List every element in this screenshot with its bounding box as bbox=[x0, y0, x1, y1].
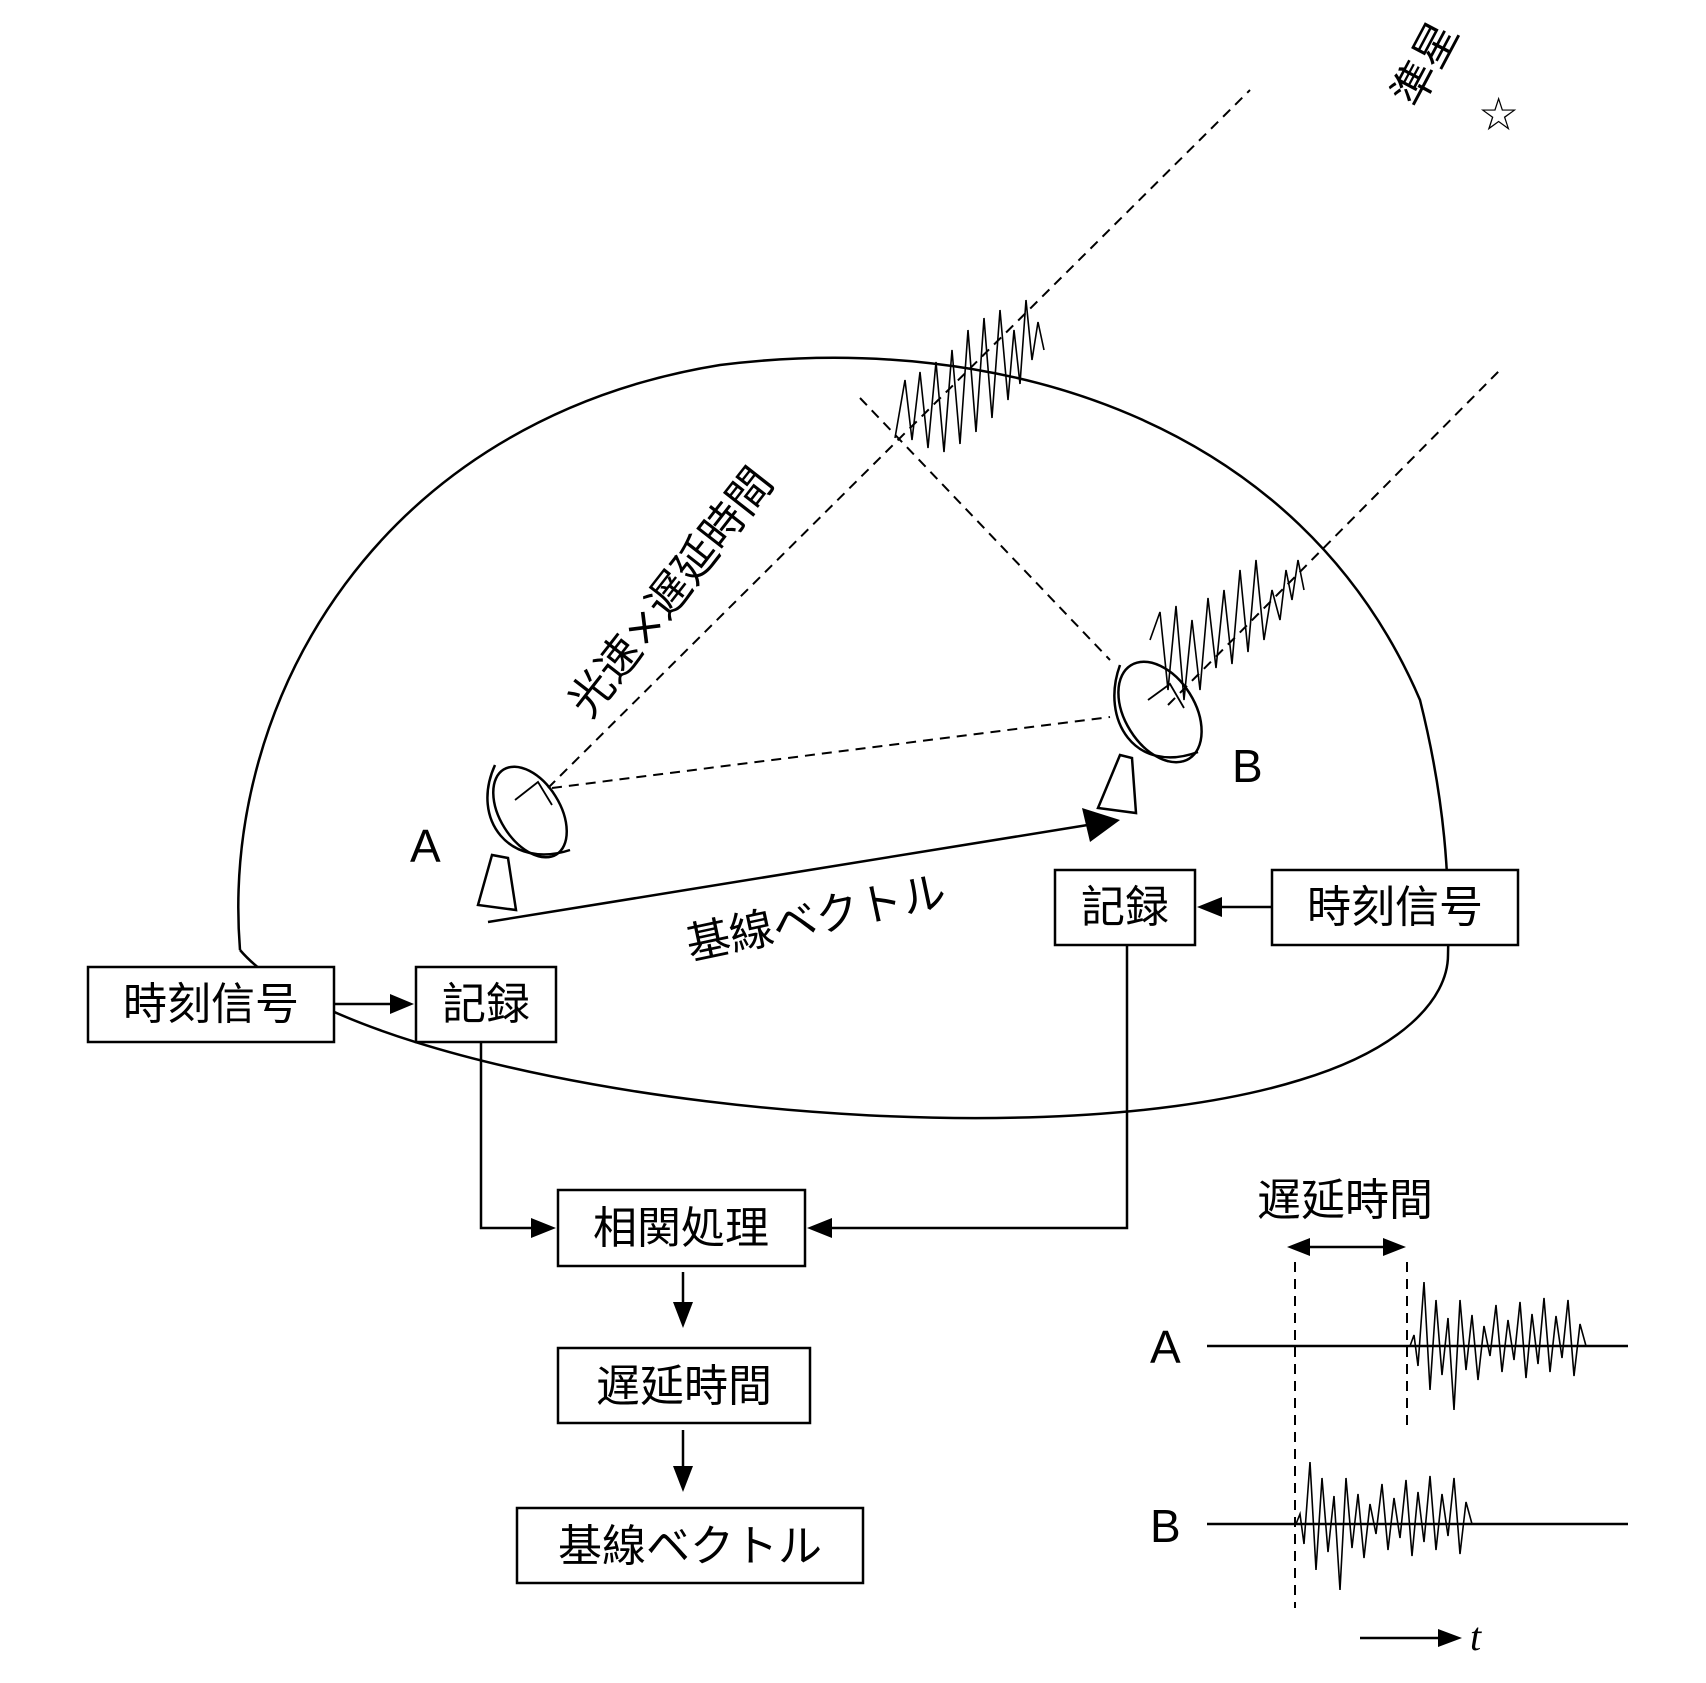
processing-chain: 相関処理 遅延時間 基線ベクトル bbox=[515, 1188, 865, 1585]
delay-time-box bbox=[556, 1346, 812, 1425]
time-axis-label: t bbox=[1470, 1614, 1482, 1659]
trace-b-label: B bbox=[1150, 1500, 1181, 1552]
trace-b-wave bbox=[1295, 1461, 1476, 1591]
record-box-right bbox=[1053, 868, 1197, 947]
correlation-text: 相関処理 bbox=[593, 1203, 769, 1254]
baseline-vector-box bbox=[515, 1506, 865, 1585]
right-recording-chain: 記録 時刻信号 bbox=[1053, 868, 1520, 947]
record-text-right: 記録 bbox=[1081, 882, 1169, 933]
quasar-rays bbox=[547, 89, 1501, 789]
baseline-vector-label: 基線ベクトル bbox=[682, 866, 951, 971]
station-a-label: A bbox=[410, 820, 441, 872]
time-signal-text-left: 時刻信号 bbox=[123, 979, 299, 1030]
time-signal-text-right: 時刻信号 bbox=[1307, 882, 1483, 933]
quasar-label: 準星 bbox=[1383, 14, 1469, 116]
signal-panel: 遅延時間 A B t bbox=[1150, 1175, 1628, 1659]
record-box-left bbox=[414, 965, 558, 1044]
station-b-label: B bbox=[1232, 740, 1263, 792]
time-signal-box-right bbox=[1270, 868, 1520, 947]
light-speed-delay-label: 光速×遅延時間 bbox=[558, 458, 783, 726]
baseline-arrow bbox=[487, 808, 1120, 924]
star-icon: ☆ bbox=[1478, 88, 1519, 140]
a-to-b-dashed bbox=[551, 716, 1111, 789]
incoming-wave-lower bbox=[1149, 559, 1305, 701]
antenna-b bbox=[1096, 660, 1203, 815]
baseline-vector-text: 基線ベクトル bbox=[558, 1521, 822, 1572]
record-text-left: 記録 bbox=[442, 979, 530, 1030]
delay-time-text: 遅延時間 bbox=[596, 1361, 772, 1412]
wavefront-line bbox=[859, 397, 1111, 661]
antenna-a bbox=[476, 764, 571, 912]
incoming-wave-upper bbox=[894, 299, 1045, 453]
left-recording-chain: 時刻信号 記録 bbox=[86, 965, 558, 1044]
delay-label: 遅延時間 bbox=[1257, 1175, 1433, 1226]
correlator-connectors bbox=[479, 945, 1129, 1238]
trace-a-wave bbox=[1409, 1281, 1590, 1411]
ray-to-b bbox=[1167, 369, 1501, 706]
trace-a-label: A bbox=[1150, 1321, 1181, 1373]
correlation-box bbox=[556, 1188, 807, 1268]
